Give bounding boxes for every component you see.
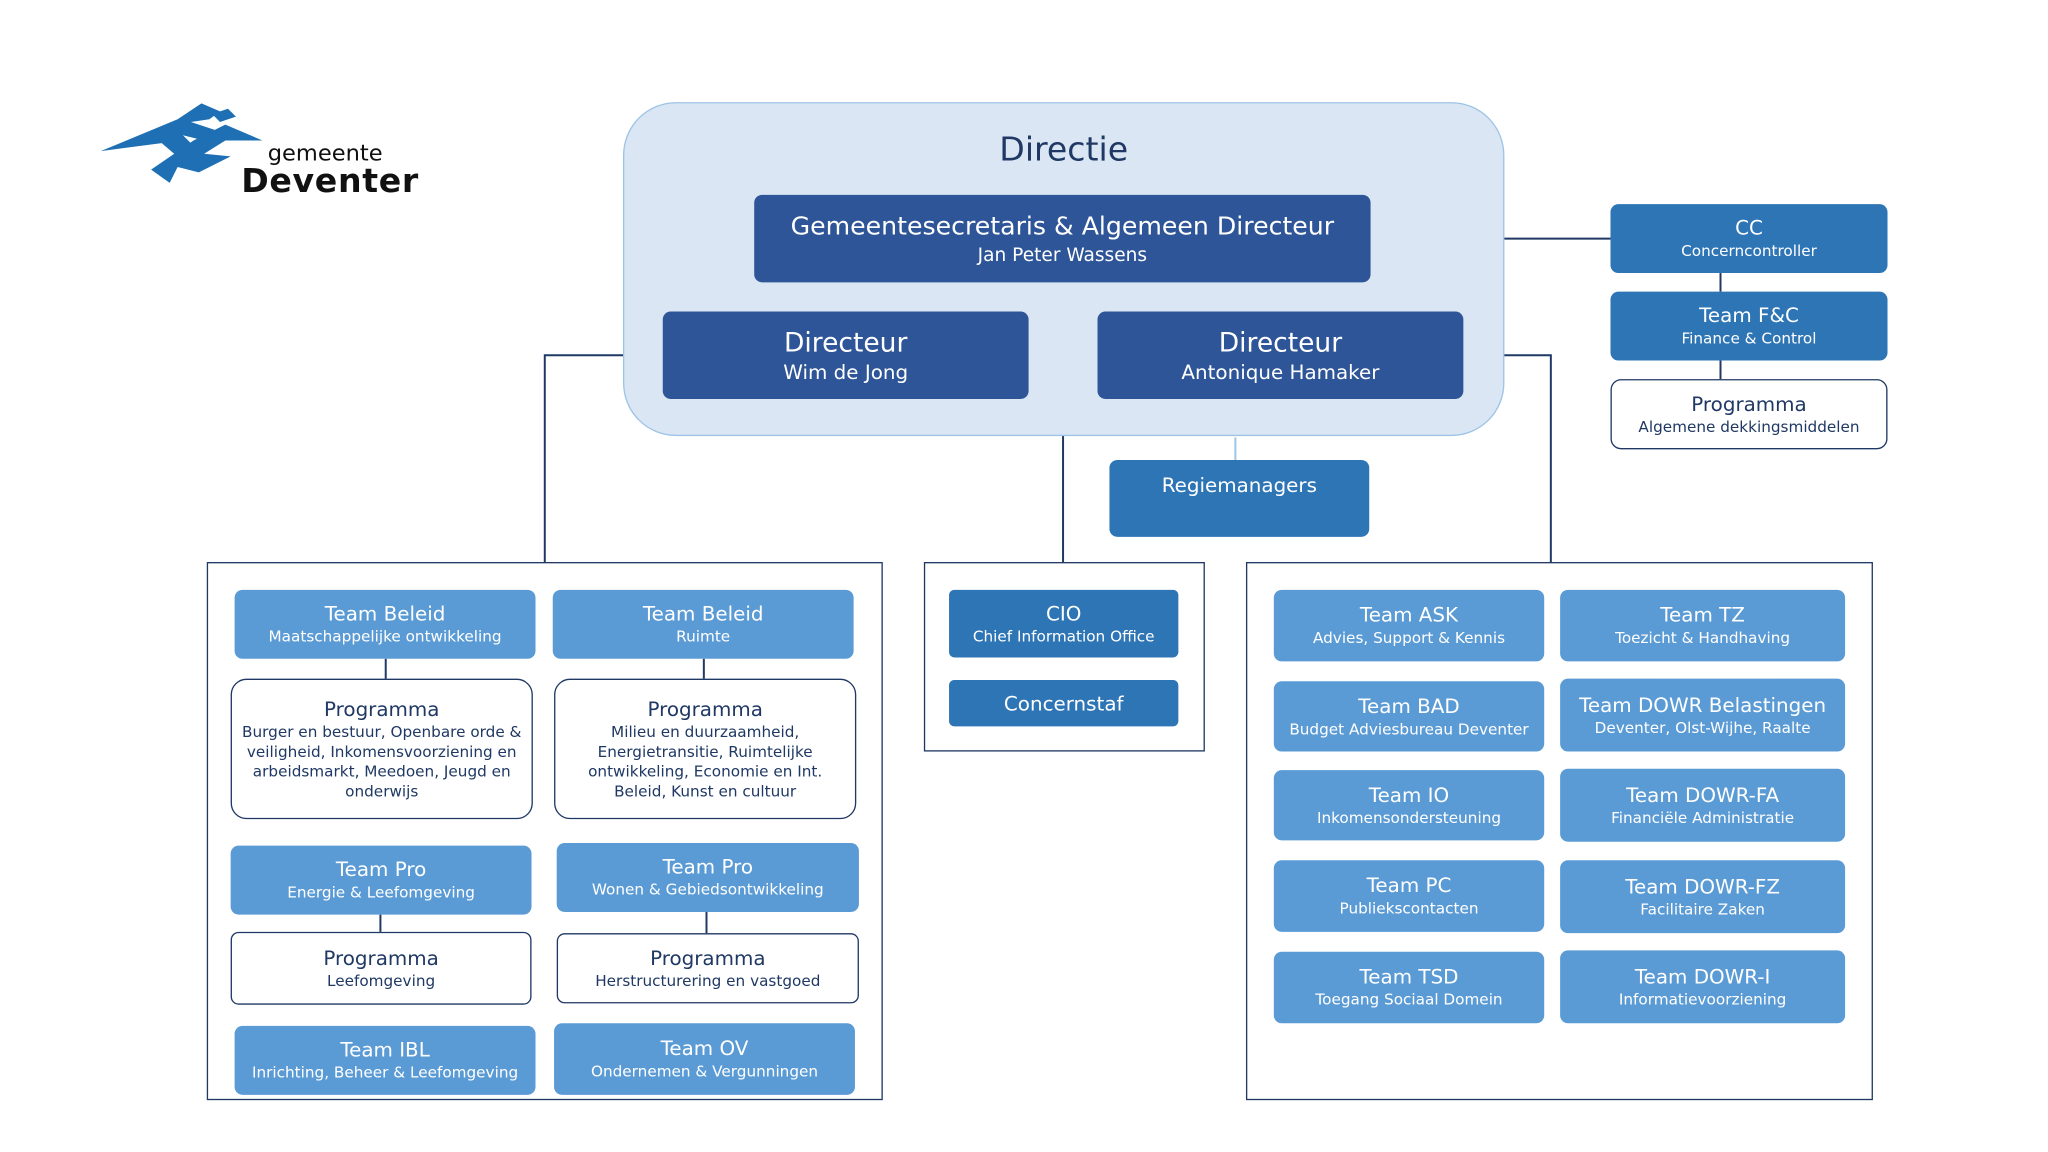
right-group-frame	[1245, 562, 1873, 1101]
middle-group-frame	[923, 562, 1205, 752]
team-dowr-i-sub: Informatievoorziening	[1618, 989, 1787, 1009]
programma-dekking-sub: Algemene dekkingsmiddelen	[1638, 416, 1860, 436]
team-tz-box: Team TZ Toezicht & Handhaving	[1560, 589, 1846, 662]
team-ibl-sub: Inrichting, Beheer & Leefomgeving	[251, 1063, 519, 1082]
team-dowr-belastingen-title: Team DOWR Belastingen	[1579, 692, 1827, 717]
team-pro-wonen-sub: Wonen & Gebiedsontwikkeling	[591, 880, 824, 899]
team-dowr-fa-sub: Financiële Administratie	[1611, 807, 1795, 827]
team-pro-wonen-box: Team Pro Wonen & Gebiedsontwikkeling	[556, 843, 859, 912]
directie-title: Directie	[999, 129, 1129, 169]
team-io-title: Team IO	[1368, 782, 1450, 807]
directeur-right-box: Directeur Antonique Hamaker	[1097, 311, 1464, 399]
programma-ruimte-sub: Milieu en duurzaamheid, Energietransitie…	[588, 721, 823, 800]
team-dowr-fz-title: Team DOWR-FZ	[1625, 874, 1780, 899]
fc-box: Team F&C Finance & Control	[1610, 291, 1888, 361]
team-dowr-belastingen-sub: Deventer, Olst-Wijhe, Raalte	[1594, 717, 1811, 737]
concernstaf-box: Concernstaf	[949, 679, 1179, 727]
team-pc-box: Team PC Publiekscontacten	[1273, 860, 1545, 932]
team-ibl-title: Team IBL	[340, 1037, 430, 1062]
logo: gemeente Deventer	[98, 101, 419, 207]
secretaris-box: Gemeentesecretaris & Algemeen Directeur …	[754, 194, 1371, 283]
team-beleid-ruimte-sub: Ruimte	[676, 626, 731, 646]
directeur-left-title: Directeur	[783, 325, 908, 358]
team-tz-sub: Toezicht & Handhaving	[1615, 628, 1791, 647]
deventer-bird-logo-icon	[100, 103, 263, 183]
secretaris-name: Jan Peter Wassens	[977, 244, 1148, 266]
team-ask-title: Team ASK	[1359, 603, 1459, 627]
directeur-right-title: Directeur	[1218, 325, 1343, 358]
team-dowr-fa-title: Team DOWR-FA	[1626, 782, 1780, 807]
cio-box: CIO Chief Information Office	[949, 589, 1179, 658]
team-io-sub: Inkomensondersteuning	[1316, 807, 1502, 827]
team-tsd-sub: Toegang Sociaal Domein	[1315, 990, 1503, 1009]
team-bad-title: Team BAD	[1358, 693, 1460, 718]
team-pc-sub: Publiekscontacten	[1339, 898, 1479, 918]
programma-leef-sub: Leefomgeving	[326, 970, 436, 990]
directeur-left-box: Directeur Wim de Jong	[662, 311, 1029, 399]
team-ov-sub: Ondernemen & Vergunningen	[590, 1061, 819, 1081]
concernstaf-title: Concernstaf	[1003, 691, 1124, 716]
team-beleid-mo-box: Team Beleid Maatschappelijke ontwikkelin…	[234, 589, 536, 659]
team-pc-title: Team PC	[1366, 873, 1452, 898]
cc-title: CC	[1735, 216, 1763, 240]
team-dowr-fa-box: Team DOWR-FA Financiële Administratie	[1560, 768, 1846, 842]
fc-title: Team F&C	[1699, 303, 1799, 328]
regiemanagers-title: Regiemanagers	[1161, 473, 1317, 498]
programma-herstr-sub: Herstructurering en vastgoed	[595, 970, 821, 990]
cc-box: CC Concerncontroller	[1610, 204, 1888, 274]
team-bad-sub: Budget Adviesbureau Deventer	[1289, 719, 1529, 738]
directeur-right-name: Antonique Hamaker	[1181, 359, 1380, 384]
team-beleid-mo-title: Team Beleid	[324, 601, 446, 626]
programma-ruimte-title: Programma	[647, 696, 763, 721]
logo-line2: Deventer	[241, 161, 419, 201]
team-dowr-belastingen-box: Team DOWR Belastingen Deventer, Olst-Wij…	[1560, 678, 1846, 752]
programma-dekking-box: Programma Algemene dekkingsmiddelen	[1610, 379, 1888, 450]
cc-sub: Concerncontroller	[1681, 241, 1817, 260]
regiemanagers-box: Regiemanagers	[1109, 459, 1370, 537]
team-dowr-i-title: Team DOWR-I	[1634, 964, 1771, 989]
programma-dekking-title: Programma	[1691, 391, 1807, 416]
team-bad-box: Team BAD Budget Adviesbureau Deventer	[1273, 681, 1545, 752]
programma-herstr-box: Programma Herstructurering en vastgoed	[556, 933, 859, 1004]
programma-mo-title: Programma	[324, 696, 440, 721]
secretaris-title: Gemeentesecretaris & Algemeen Directeur	[790, 211, 1335, 241]
logo-line1: gemeente	[267, 140, 383, 168]
team-beleid-mo-sub: Maatschappelijke ontwikkeling	[268, 626, 502, 646]
cio-sub: Chief Information Office	[972, 626, 1155, 645]
programma-mo-box: Programma Burger en bestuur, Openbare or…	[230, 678, 533, 820]
team-pro-energie-title: Team Pro	[335, 857, 427, 882]
directeur-left-name: Wim de Jong	[783, 359, 909, 384]
team-ov-box: Team OV Ondernemen & Vergunningen	[554, 1023, 855, 1095]
team-io-box: Team IO Inkomensondersteuning	[1273, 770, 1545, 841]
team-tsd-title: Team TSD	[1359, 964, 1459, 989]
team-ov-title: Team OV	[660, 1036, 749, 1061]
team-ask-sub: Advies, Support & Kennis	[1312, 628, 1506, 647]
team-pro-energie-box: Team Pro Energie & Leefomgeving	[230, 845, 532, 915]
team-dowr-fz-box: Team DOWR-FZ Facilitaire Zaken	[1560, 860, 1846, 934]
programma-herstr-title: Programma	[650, 945, 766, 970]
fc-sub: Finance & Control	[1681, 328, 1817, 348]
left-group-frame	[206, 562, 883, 1101]
team-pro-wonen-title: Team Pro	[662, 854, 754, 879]
programma-leef-box: Programma Leefomgeving	[230, 931, 532, 1005]
programma-leef-title: Programma	[323, 945, 439, 970]
team-dowr-i-box: Team DOWR-I Informatievoorziening	[1560, 950, 1846, 1024]
team-beleid-ruimte-box: Team Beleid Ruimte	[552, 589, 854, 659]
programma-mo-sub: Burger en bestuur, Openbare orde & veili…	[242, 721, 522, 800]
team-beleid-ruimte-title: Team Beleid	[642, 601, 764, 626]
team-tsd-box: Team TSD Toegang Sociaal Domein	[1273, 951, 1545, 1024]
programma-ruimte-box: Programma Milieu en duurzaamheid, Energi…	[554, 678, 857, 820]
cio-title: CIO	[1046, 601, 1082, 625]
team-ibl-box: Team IBL Inrichting, Beheer & Leefomgevi…	[234, 1025, 536, 1095]
team-dowr-fz-sub: Facilitaire Zaken	[1640, 899, 1765, 918]
team-tz-title: Team TZ	[1660, 603, 1745, 627]
team-ask-box: Team ASK Advies, Support & Kennis	[1273, 589, 1545, 662]
team-pro-energie-sub: Energie & Leefomgeving	[287, 882, 475, 902]
